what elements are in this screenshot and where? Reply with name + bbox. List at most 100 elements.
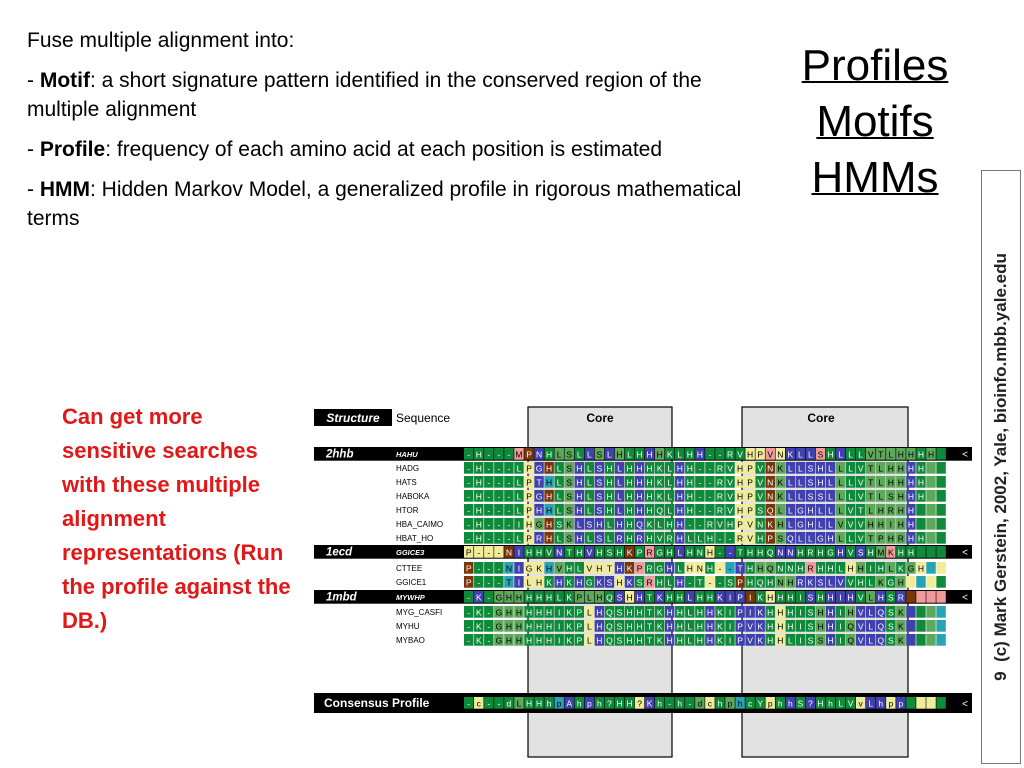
- seq-residue: S: [607, 578, 613, 588]
- seq-cell: [654, 518, 665, 530]
- struct-residue: H: [767, 593, 773, 603]
- seq-residue: H: [476, 478, 482, 488]
- seq-cell: [916, 504, 926, 516]
- seq-residue: H: [848, 564, 854, 574]
- seq-cell: [805, 490, 816, 502]
- seq-cell: [654, 634, 665, 646]
- seq-residue: P: [576, 622, 582, 632]
- seq-cell: [464, 476, 474, 488]
- seq-residue: S: [777, 534, 783, 544]
- seq-residue: H: [898, 506, 904, 516]
- seq-cell: [554, 576, 564, 588]
- seq-cell: [936, 518, 946, 530]
- seq-cell: [574, 476, 584, 488]
- struct-residue: L: [587, 450, 592, 460]
- seq-residue: P: [576, 608, 582, 618]
- seq-cell: [916, 476, 926, 488]
- seq-cell: [926, 476, 936, 488]
- seq-residue: H: [667, 564, 673, 574]
- seq-cell: [544, 462, 554, 474]
- struct-residue: -: [729, 548, 732, 558]
- seq-residue: R: [637, 534, 643, 544]
- seq-residue: K: [757, 622, 763, 632]
- sequence-name: MYG_CASFI: [396, 608, 442, 617]
- seq-residue: H: [898, 464, 904, 474]
- seq-cell: [544, 620, 554, 632]
- struct-cell: [624, 448, 635, 460]
- seq-residue: S: [617, 608, 623, 618]
- seq-residue: H: [647, 492, 653, 502]
- seq-residue: L: [587, 478, 592, 488]
- consensus-cell: [494, 697, 504, 709]
- seq-cell: [494, 620, 504, 632]
- seq-cell: [564, 620, 574, 632]
- seq-cell: [896, 462, 906, 474]
- seq-cell: [855, 532, 866, 544]
- struct-residue: H: [848, 593, 854, 603]
- seq-residue: V: [848, 578, 854, 588]
- seq-residue: -: [709, 464, 712, 474]
- struct-cell: [634, 448, 645, 460]
- seq-residue: H: [556, 578, 562, 588]
- seq-cell: [886, 562, 896, 574]
- struct-residue: H: [616, 548, 622, 558]
- seq-cell: [584, 620, 595, 632]
- seq-cell: [906, 620, 916, 632]
- struct-residue: L: [677, 548, 682, 558]
- seq-cell: [494, 532, 504, 544]
- seq-cell: [725, 518, 735, 530]
- seq-cell: [594, 462, 605, 474]
- seq-cell: [705, 620, 715, 632]
- seq-residue: S: [808, 608, 814, 618]
- seq-cell: [715, 620, 725, 632]
- seq-residue: L: [557, 534, 562, 544]
- seq-residue: Q: [606, 636, 613, 646]
- seq-residue: L: [828, 492, 833, 502]
- seq-residue: K: [878, 578, 884, 588]
- struct-cell: [514, 591, 524, 603]
- struct-cell: [554, 591, 564, 603]
- struct-residue: V: [858, 593, 864, 603]
- seq-residue: Q: [606, 622, 613, 632]
- struct-cell: [675, 448, 685, 460]
- seq-residue: V: [657, 534, 663, 544]
- seq-residue: G: [496, 622, 503, 632]
- struct-residue: -: [487, 548, 490, 558]
- seq-residue: H: [817, 622, 823, 632]
- seq-residue: T: [647, 636, 652, 646]
- seq-cell: [464, 504, 474, 516]
- seq-cell: [775, 504, 785, 516]
- consensus-cell: [534, 697, 544, 709]
- seq-residue: -: [508, 520, 511, 530]
- seq-residue: H: [516, 608, 522, 618]
- struct-residue: H: [626, 593, 632, 603]
- seq-residue: H: [677, 636, 683, 646]
- seq-cell: [886, 476, 896, 488]
- struct-residue: H: [747, 548, 753, 558]
- struct-residue: Q: [606, 593, 613, 603]
- seq-cell: [514, 504, 524, 516]
- consensus-residue: V: [848, 699, 854, 709]
- seq-residue: R: [616, 534, 622, 544]
- seq-residue: L: [798, 478, 803, 488]
- seq-residue: H: [476, 464, 482, 474]
- consensus-residue: ?: [637, 699, 642, 709]
- seq-residue: -: [709, 578, 712, 588]
- seq-residue: N: [767, 464, 773, 474]
- seq-cell: [735, 518, 745, 530]
- seq-residue: G: [797, 520, 804, 530]
- seq-residue: L: [788, 636, 793, 646]
- seq-residue: L: [617, 464, 622, 474]
- seq-cell: [735, 606, 745, 618]
- seq-cell: [614, 620, 625, 632]
- seq-residue: H: [546, 520, 552, 530]
- seq-cell: [665, 620, 675, 632]
- seq-residue: Q: [847, 636, 854, 646]
- consensus-cell: [906, 697, 916, 709]
- seq-residue: H: [878, 506, 884, 516]
- seq-residue: K: [566, 608, 572, 618]
- seq-residue: H: [918, 464, 924, 474]
- seq-residue: T: [647, 622, 652, 632]
- seq-cell: [815, 476, 826, 488]
